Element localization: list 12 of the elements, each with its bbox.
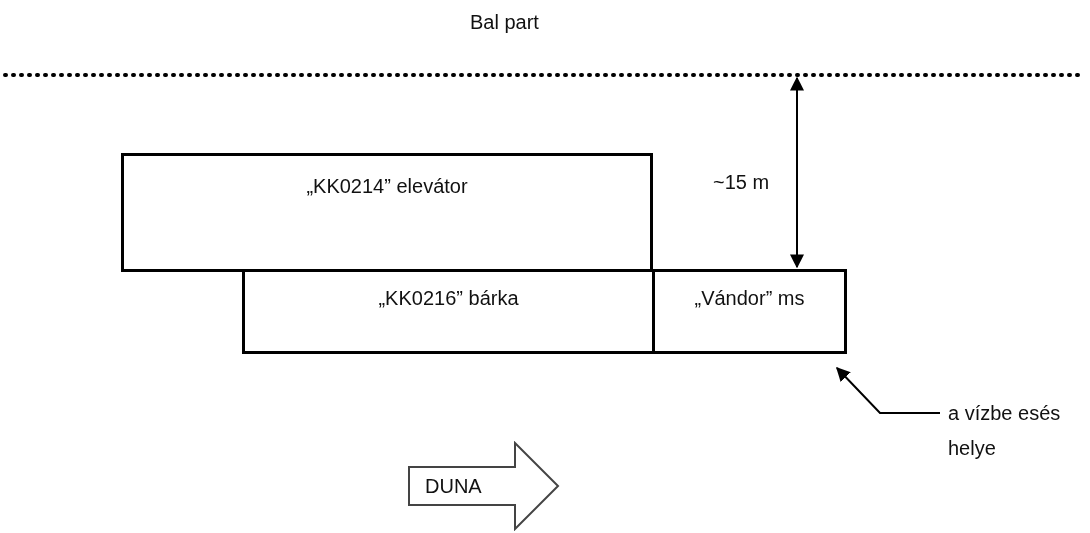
vessel-name: „KK0214” elevátor <box>305 174 469 198</box>
river-name: DUNA <box>425 474 482 498</box>
vessel-name: „KK0216” bárka <box>377 286 520 310</box>
vessel-box <box>242 269 655 354</box>
vessel-box <box>121 153 653 272</box>
leader-line <box>836 367 941 414</box>
flow-direction-arrow <box>407 441 560 531</box>
vessel-box <box>652 269 847 354</box>
bank-label: Bal part <box>470 10 539 34</box>
vessel-name: „Vándor” ms <box>693 286 806 310</box>
dimension-label: ~15 m <box>713 170 770 194</box>
callout-text: a vízbe esés helye <box>948 396 1066 466</box>
